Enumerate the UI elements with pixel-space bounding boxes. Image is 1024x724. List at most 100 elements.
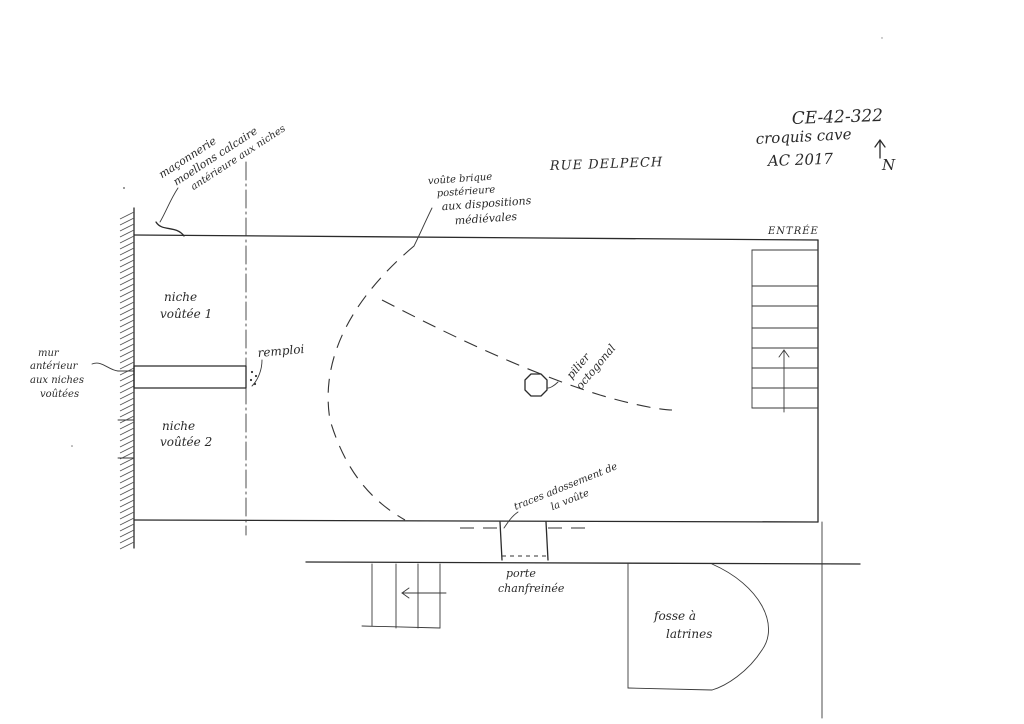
wall-hatch-line — [119, 235, 135, 244]
wall-hatch-line — [119, 373, 135, 382]
door-opening — [460, 521, 590, 561]
wall-hatch-line — [119, 247, 135, 256]
wall-hatch-line — [119, 301, 135, 310]
niche-1-label: niche voûtée 1 — [160, 290, 212, 321]
street-label: RUE DELPECH — [549, 155, 664, 174]
wall-hatch-line — [119, 535, 135, 544]
svg-text:antérieur: antérieur — [30, 361, 79, 372]
wall-hatch-line — [119, 355, 135, 364]
wall-hatch-line — [119, 439, 135, 448]
room-outline — [133, 161, 819, 536]
wall-hatch-line — [119, 337, 135, 346]
wall-hatch-line — [119, 499, 135, 508]
front-wall-annotation: mur antérieur aux niches voûtées — [30, 348, 84, 400]
wall-hatch-line — [119, 445, 135, 454]
wall-hatch-line — [119, 541, 135, 550]
wall-hatch-line — [119, 259, 135, 268]
wall-hatch-line — [119, 325, 135, 334]
masonry-annotation: maçonnerie moellons calcaire antérieure … — [156, 123, 287, 192]
wall-hatch-line — [119, 265, 135, 274]
wall-hatch-line — [119, 217, 135, 226]
wall-hatch-line — [119, 457, 135, 466]
wall-hatch-line — [119, 469, 135, 478]
hatched-wall — [119, 207, 135, 550]
wall-hatch-line — [119, 487, 135, 496]
wall-hatch-line — [119, 295, 135, 304]
entrance-staircase — [751, 249, 819, 409]
svg-text:voûtée 2: voûtée 2 — [160, 435, 212, 449]
reuse-label: remploi — [257, 342, 305, 360]
wall-hatch-line — [119, 427, 135, 436]
wall-hatch-line — [119, 349, 135, 358]
svg-text:mur: mur — [38, 348, 60, 359]
wall-hatch-line — [119, 379, 135, 388]
wall-hatch-line — [119, 331, 135, 340]
wall-hatch-line — [119, 367, 135, 376]
wall-hatch-line — [119, 283, 135, 292]
wall-hatch-line — [119, 277, 135, 286]
wall-hatch-line — [119, 403, 135, 412]
wall-hatch-line — [119, 319, 135, 328]
sketch-subtitle: croquis cave — [755, 125, 852, 148]
reference-code: CE-42-322 — [791, 106, 883, 129]
wall-hatch-line — [119, 391, 135, 400]
door-annotation: porte chanfreinée — [498, 567, 565, 595]
wall-hatch-line — [119, 421, 135, 430]
wall-hatch-line — [119, 223, 135, 232]
latrine-pit — [627, 521, 823, 719]
north-arrow-icon — [874, 139, 886, 159]
wall-hatch-line — [119, 271, 135, 280]
svg-text:aux niches: aux niches — [30, 375, 84, 386]
svg-text:niche: niche — [162, 419, 195, 433]
octagonal-pillar-icon — [524, 373, 548, 397]
wall-hatch-line — [119, 433, 135, 442]
vault-trace-inner — [381, 299, 673, 411]
svg-text:médiévales: médiévales — [454, 210, 518, 227]
north-label: N — [881, 156, 896, 174]
wall-hatch-line — [119, 253, 135, 262]
svg-text:voûtée 1: voûtée 1 — [160, 307, 212, 321]
svg-text:porte: porte — [506, 567, 536, 580]
latrine-annotation: fosse à latrines — [653, 609, 712, 641]
wall-hatch-line — [119, 289, 135, 298]
pillar-annotation: pilier octogonal — [564, 342, 619, 393]
wall-hatch-line — [119, 313, 135, 322]
masonry-bracket — [155, 221, 185, 237]
wall-hatch-line — [119, 463, 135, 472]
lower-staircase — [361, 563, 441, 629]
wall-hatch-line — [119, 511, 135, 520]
vault-annotation: voûte brique postérieure aux disposition… — [428, 172, 532, 228]
wall-hatch-line — [119, 415, 135, 424]
left-arrow-icon — [401, 587, 447, 599]
vault-trace — [327, 245, 415, 521]
wall-hatch-line — [119, 229, 135, 238]
svg-text:postérieure: postérieure — [436, 184, 495, 199]
wall-hatch-line — [119, 307, 135, 316]
wall-hatch-line — [119, 529, 135, 538]
wall-hatch-line — [119, 361, 135, 370]
wall-hatch-line — [119, 475, 135, 484]
wall-hatch-line — [119, 505, 135, 514]
wall-hatch-line — [119, 385, 135, 394]
author-date: AC 2017 — [766, 150, 834, 170]
reuse-marks — [249, 370, 258, 386]
svg-text:latrines: latrines — [666, 627, 712, 641]
svg-text:fosse à: fosse à — [653, 609, 696, 623]
wall-hatch-line — [119, 493, 135, 502]
svg-text:niche: niche — [164, 290, 197, 304]
wall-hatch-line — [119, 241, 135, 250]
lower-wall — [305, 561, 861, 565]
wall-hatch-line — [119, 397, 135, 406]
wall-hatch-line — [119, 409, 135, 418]
niche-2-label: niche voûtée 2 — [160, 419, 212, 449]
wall-hatch-line — [119, 343, 135, 352]
wall-hatch-line — [119, 211, 135, 220]
svg-text:chanfreinée: chanfreinée — [498, 582, 565, 595]
wall-hatch-line — [119, 523, 135, 532]
svg-text:voûte brique: voûte brique — [428, 172, 493, 187]
svg-text:aux dispositions: aux dispositions — [441, 194, 532, 213]
entrance-label: ENTRÉE — [767, 225, 819, 237]
up-arrow-icon — [778, 349, 790, 413]
vault-traces-annotation: traces adossement de la voûte — [513, 461, 620, 513]
